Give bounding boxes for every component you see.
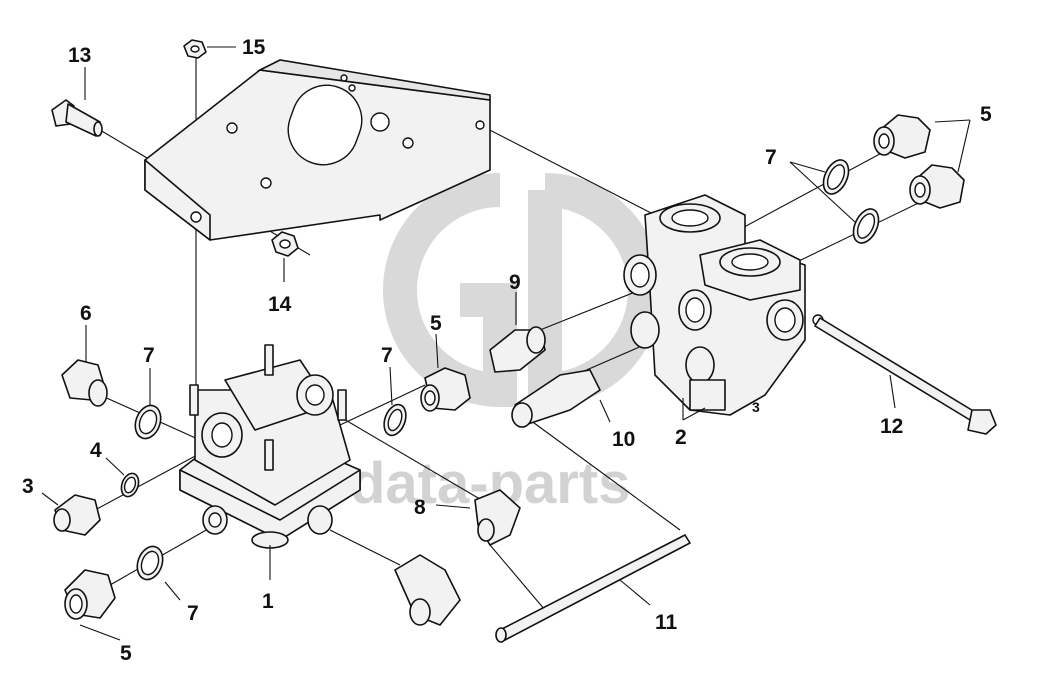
ring-7-left-lower: [136, 545, 164, 581]
plug-6: [61, 359, 108, 407]
ring-4: [120, 472, 140, 498]
callout-10: 10: [612, 428, 635, 451]
callout-3-body: 3: [752, 399, 760, 415]
valve-2: [623, 194, 824, 416]
callout-5-top-right: 5: [980, 103, 992, 126]
sensor-8: [474, 489, 521, 546]
callout-14: 14: [268, 293, 292, 316]
mounting-bracket: [144, 59, 491, 241]
callout-15: 15: [242, 36, 266, 59]
fitting-3: [53, 494, 101, 536]
sensor-10: [511, 369, 601, 428]
ring-7-upper: [822, 159, 850, 195]
ring-7-lower: [852, 208, 880, 244]
fitting-5-upper: [873, 114, 931, 159]
callout-leaders: [41, 46, 971, 641]
callout-7-mid: 7: [381, 344, 393, 367]
bolt-11: [495, 534, 691, 643]
callout-7-left-upper: 7: [143, 344, 155, 367]
fitting-5-lower: [909, 164, 965, 209]
sensor-9: [489, 326, 546, 373]
nut-15: [183, 39, 207, 59]
callout-12: 12: [880, 415, 903, 438]
valve-1: [179, 344, 361, 549]
fitting-5-bottom-left: [64, 569, 116, 620]
bolt-12: [814, 317, 997, 435]
callout-5-mid: 5: [430, 312, 442, 335]
callout-6: 6: [80, 302, 92, 325]
sensor-lower: [394, 554, 461, 626]
callout-2: 2: [675, 426, 687, 449]
nut-14: [271, 231, 299, 257]
callout-3-left: 3: [22, 475, 34, 498]
callout-4: 4: [90, 439, 102, 462]
ring-7-left-upper: [134, 404, 162, 440]
callout-8: 8: [414, 496, 426, 519]
callout-1: 1: [262, 590, 274, 613]
fitting-5-mid: [420, 367, 471, 412]
callout-13: 13: [68, 44, 91, 67]
bracket-slot: [287, 84, 363, 166]
callout-7-left-lower: 7: [187, 602, 199, 625]
callout-numbers: 15 13 14 6 7 4 3 7 5 1 5 7 8 9 10 2 3 12…: [22, 36, 992, 665]
ring-7-mid: [383, 403, 407, 437]
callout-11: 11: [655, 611, 678, 634]
callout-7-top-right: 7: [765, 146, 777, 169]
callout-9: 9: [509, 271, 521, 294]
bolt-13: [51, 99, 103, 137]
callout-5-bottom-left: 5: [120, 642, 132, 665]
